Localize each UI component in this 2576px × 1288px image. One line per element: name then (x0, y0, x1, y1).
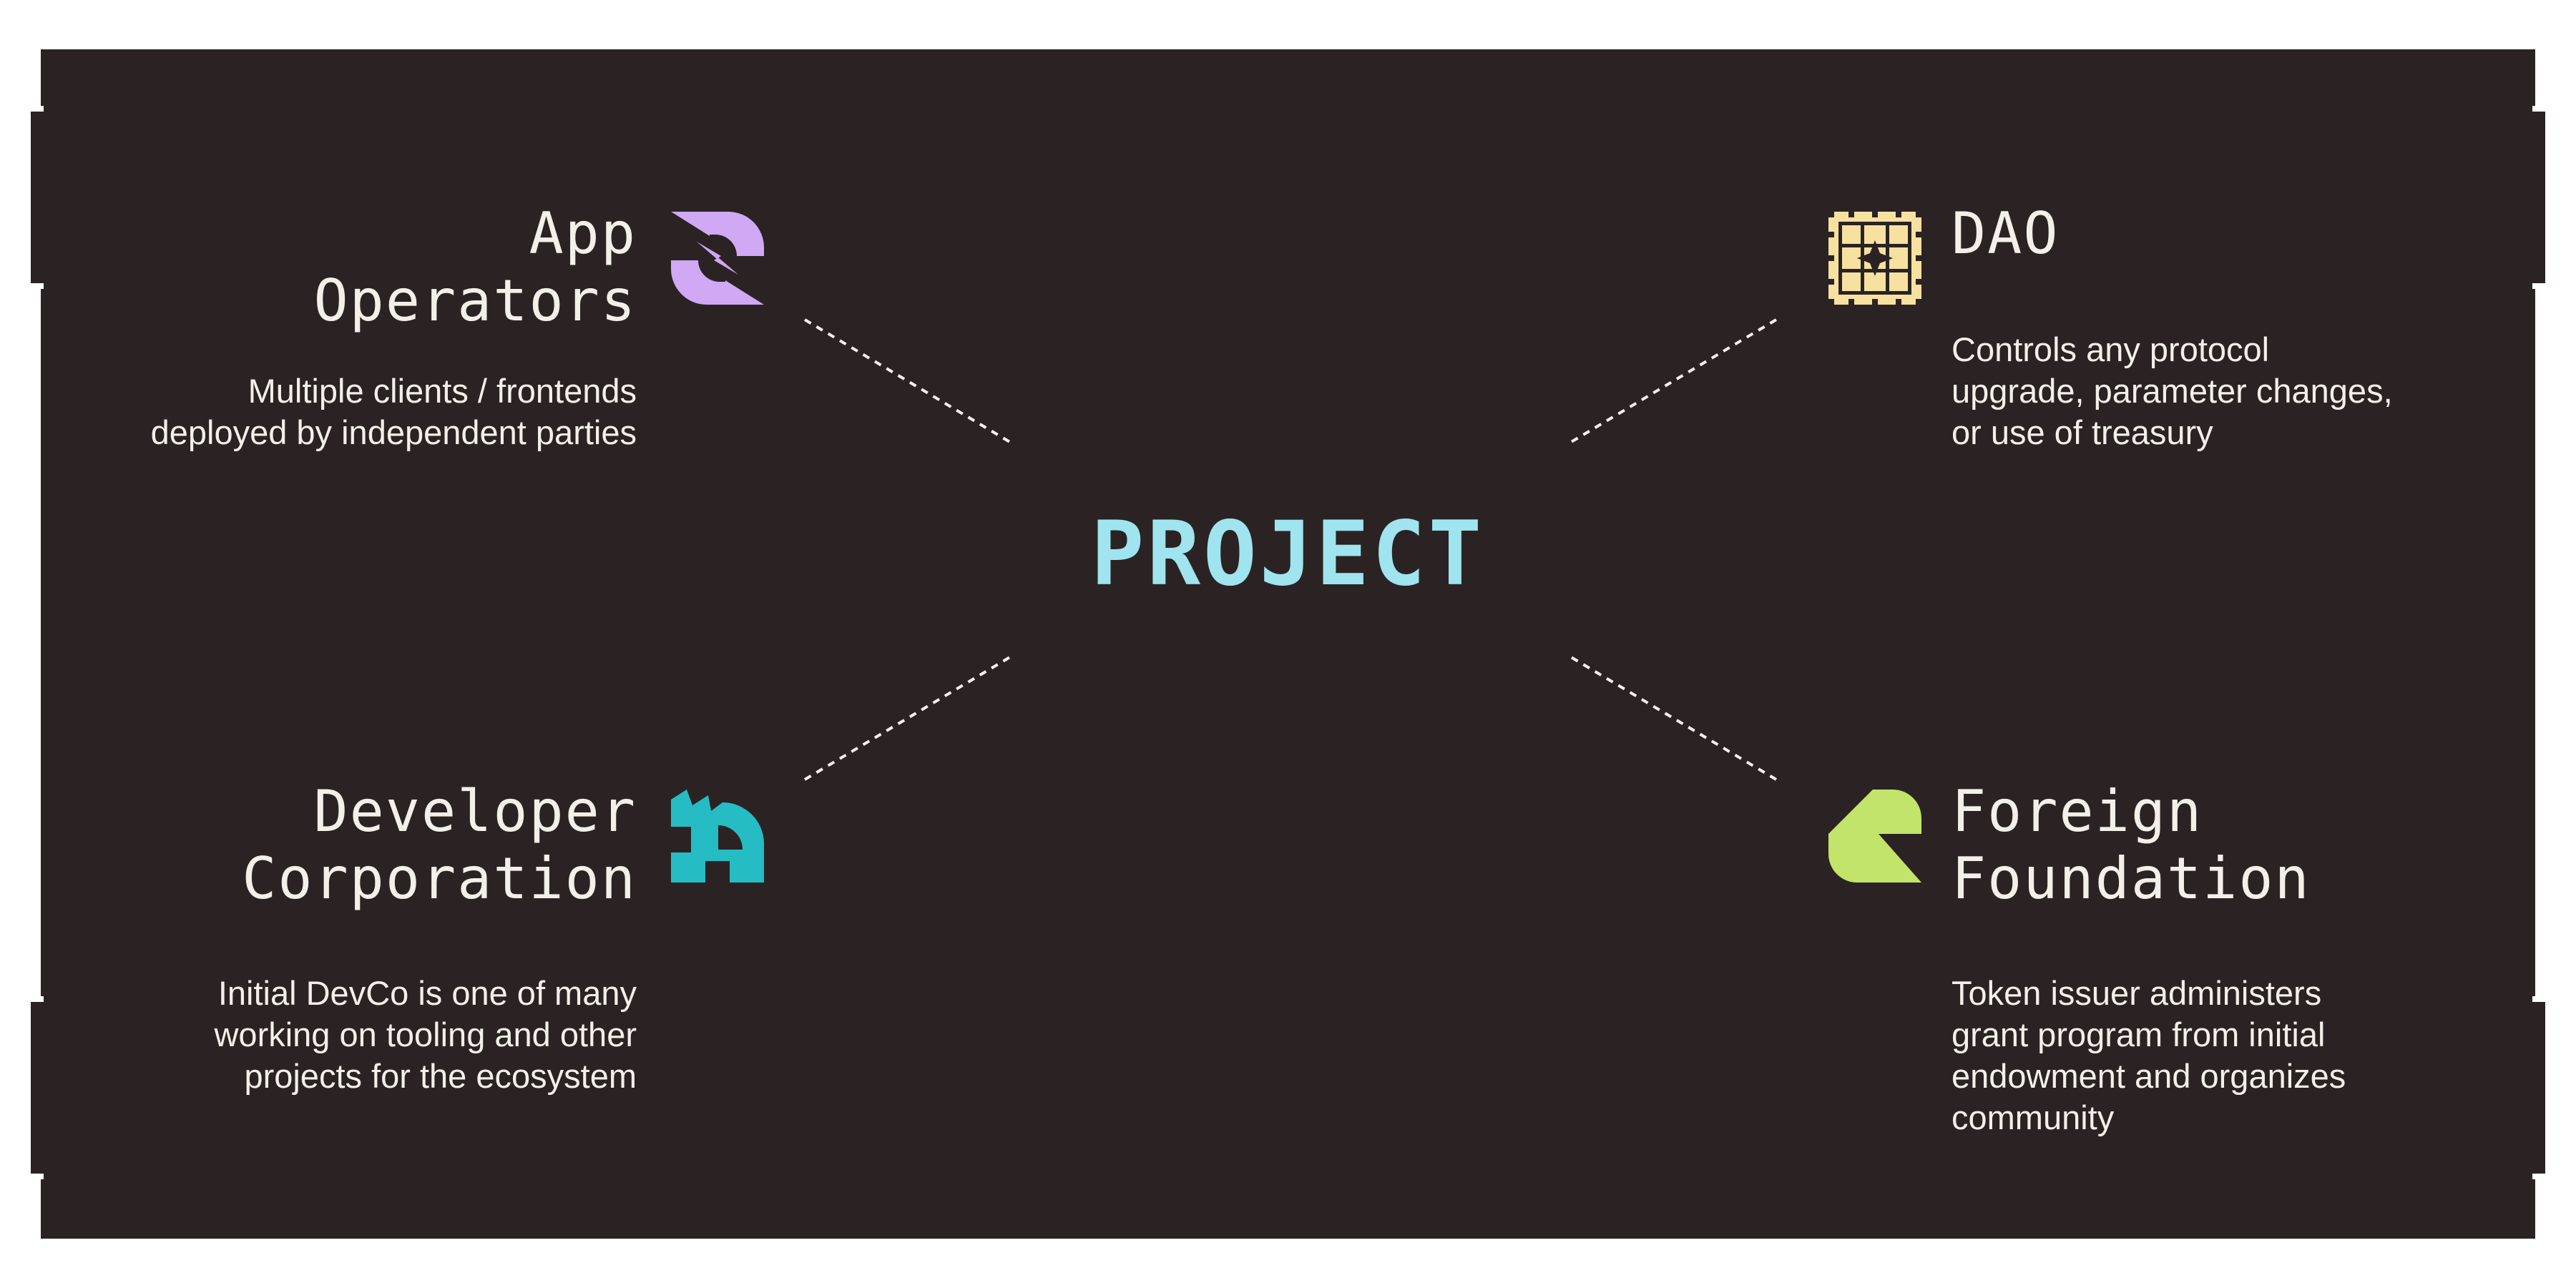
foreign-foundation-title: Foreign Foundation (1951, 778, 2311, 912)
developer-corporation-title: Developer Corporation (242, 778, 637, 912)
connector-dao (1567, 318, 1778, 445)
left-top-bracket (24, 106, 44, 289)
connector-foreign-foundation (1567, 654, 1778, 781)
center-project-label: PROJECT (1090, 503, 1485, 606)
app-operators-description: Multiple clients / frontends deployed by… (150, 372, 637, 451)
left-bottom-bracket (24, 996, 44, 1179)
right-bottom-bracket (2532, 996, 2552, 1179)
lattice-grid-icon (1828, 212, 1921, 305)
block-arrow-icon (671, 790, 764, 883)
developer-corporation-description: Initial DevCo is one of many working on … (214, 974, 637, 1095)
right-top-bracket (2532, 106, 2552, 289)
connector-app-operators (803, 318, 1014, 445)
connector-developer-corporation (803, 654, 1014, 781)
quarter-triangle-icon (1828, 790, 1921, 883)
diagram-panel (41, 49, 2535, 1239)
foreign-foundation-description: Token issuer administers grant program f… (1951, 974, 2346, 1136)
app-operators-title: App Operators (313, 200, 637, 334)
dao-title: DAO (1951, 200, 2060, 267)
swirl-s-icon (671, 212, 764, 305)
dao-description: Controls any protocol upgrade, parameter… (1951, 330, 2393, 451)
